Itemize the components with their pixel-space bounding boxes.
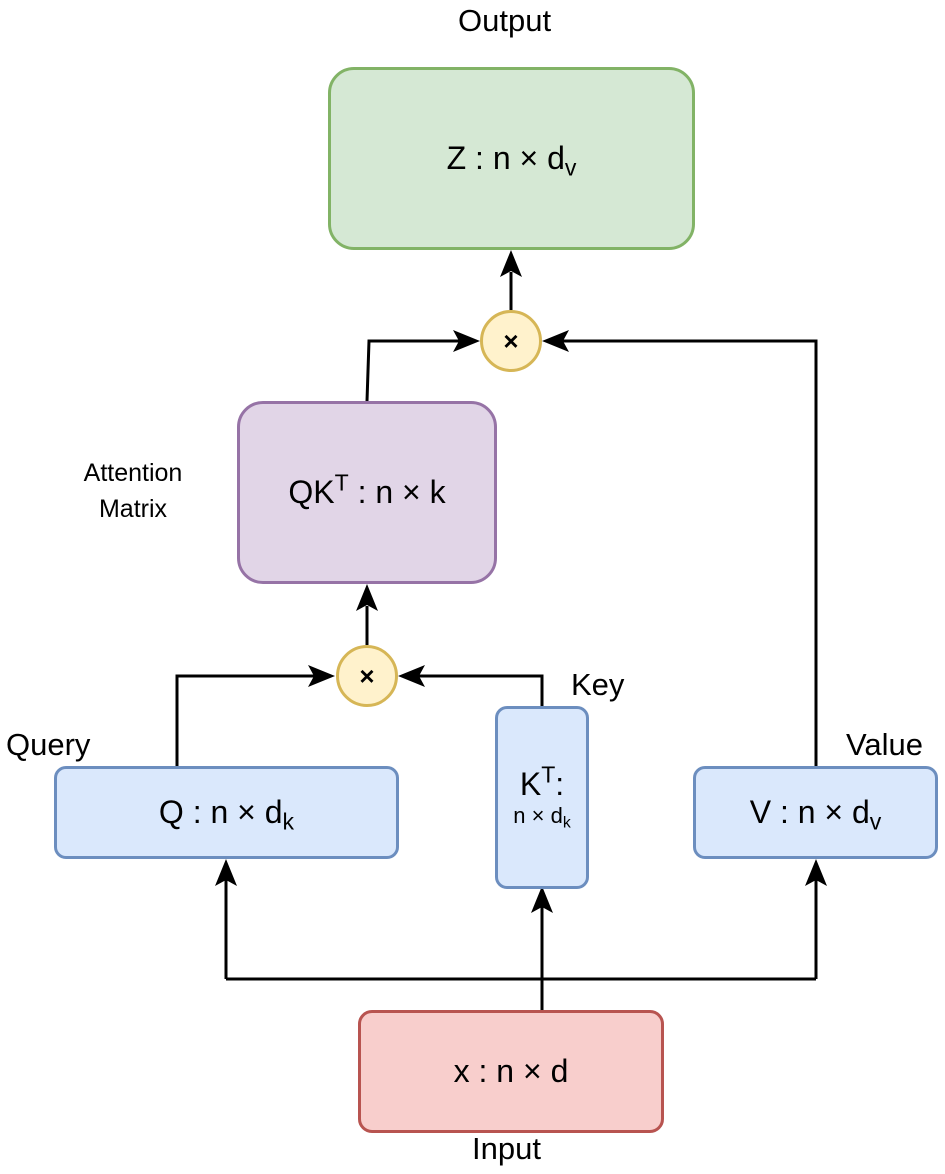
arrowhead-value-mult <box>542 330 569 352</box>
edge-key-to-mult <box>418 674 544 706</box>
value-node: V : n × dv <box>693 766 938 859</box>
arrowhead-value <box>805 859 827 886</box>
key-node-dims: n × dk <box>513 803 571 832</box>
value-node-text: V : n × dv <box>749 794 882 835</box>
query-label: Query <box>6 727 91 762</box>
query-node: Q : n × dk <box>54 766 399 859</box>
key-node-title: KT: <box>519 761 565 803</box>
output-label: Output <box>458 3 552 38</box>
arrowhead-output <box>500 250 522 277</box>
arrowhead-query <box>215 859 237 886</box>
arrowhead-attention-mult <box>453 330 480 352</box>
attention-matrix-label: Attention Matrix <box>83 459 183 523</box>
arrowhead-attention <box>356 584 378 611</box>
edge-query-to-mult <box>175 674 315 766</box>
key-label: Key <box>571 667 625 702</box>
edge-value-to-mult <box>562 339 818 766</box>
multiply-operator-bottom: × <box>336 645 398 707</box>
key-node: KT: n × dk <box>495 706 589 889</box>
output-node: Z : n × dv <box>328 67 695 250</box>
output-node-text: Z : n × dv <box>446 140 577 181</box>
input-node: x : n × d <box>358 1010 664 1133</box>
arrowhead-key <box>531 886 553 913</box>
input-label: Input <box>472 1131 541 1166</box>
multiply-operator-top: × <box>480 310 542 372</box>
attention-matrix-node: QKT : n × k <box>237 401 497 584</box>
attention-matrix-node-text: QKT : n × k <box>288 469 446 510</box>
query-node-text: Q : n × dk <box>158 794 295 835</box>
input-node-text: x : n × d <box>453 1053 569 1089</box>
arrowhead-key-mult <box>398 665 425 687</box>
arrowhead-query-mult <box>308 665 335 687</box>
value-label: Value <box>846 727 923 762</box>
edge-attention-to-mult <box>365 339 460 402</box>
